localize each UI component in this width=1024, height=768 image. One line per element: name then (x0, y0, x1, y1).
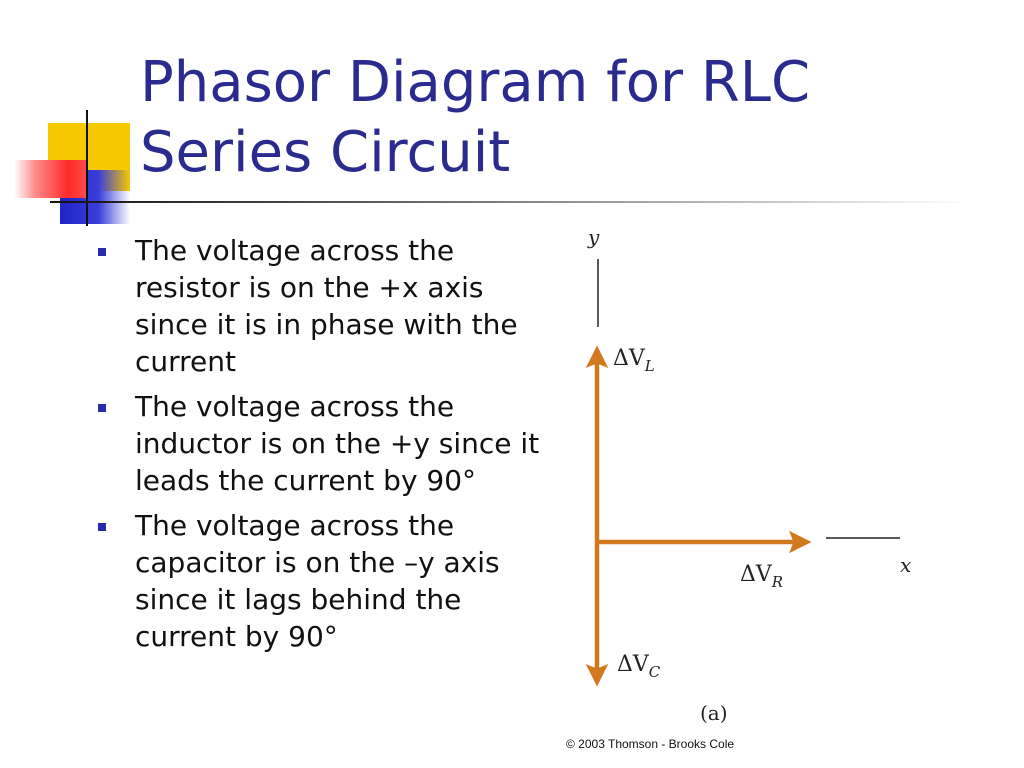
phasor-capacitor-label: ΔVC (617, 652, 661, 681)
phasor-diagram: y x ΔVL ΔVR ΔVC (a) (585, 225, 911, 725)
bullet-item: The voltage across the resistor is on th… (96, 232, 556, 380)
bullet-text: The voltage across the inductor is on th… (135, 390, 540, 497)
panel-label: (a) (700, 701, 728, 725)
deco-vertical-line (86, 110, 88, 226)
bullet-item: The voltage across the capacitor is on t… (96, 507, 556, 655)
title-line-2: Series Circuit (140, 120, 511, 185)
bullet-text: The voltage across the resistor is on th… (135, 234, 518, 378)
phasor-inductor-label: ΔVL (613, 346, 655, 375)
bullet-square-icon (98, 523, 106, 531)
bullet-list: The voltage across the resistor is on th… (96, 232, 556, 663)
bullet-square-icon (98, 248, 106, 256)
phasor-resistor-label: ΔVR (740, 562, 783, 591)
bullet-square-icon (98, 404, 106, 412)
copyright-credit: © 2003 Thomson - Brooks Cole (566, 737, 735, 751)
y-axis-label: y (587, 225, 600, 249)
x-axis-label: x (900, 553, 911, 577)
title-divider (50, 201, 970, 203)
bullet-text: The voltage across the capacitor is on t… (135, 509, 500, 653)
deco-red-gradient (14, 160, 86, 198)
bullet-item: The voltage across the inductor is on th… (96, 388, 556, 499)
title-line-1: Phasor Diagram for RLC (140, 50, 811, 115)
